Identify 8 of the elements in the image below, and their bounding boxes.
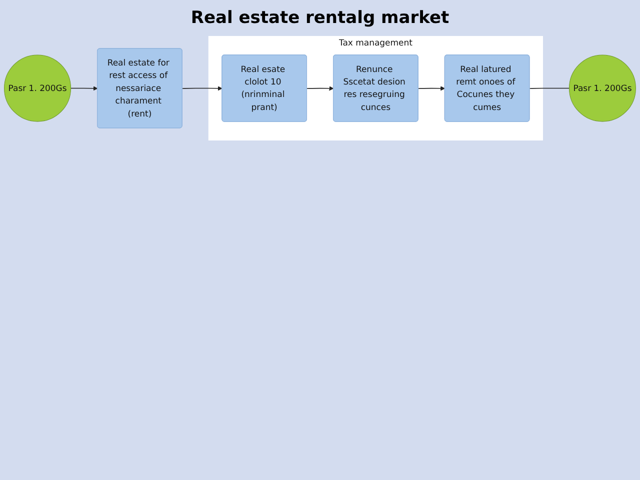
arrow <box>182 86 222 91</box>
arrow <box>306 86 334 91</box>
connector <box>529 88 570 89</box>
node-circle: Pasr 1. 200Gs <box>568 54 636 122</box>
arrow <box>70 86 98 91</box>
node-circle: Pasr 1. 200Gs <box>4 54 72 122</box>
arrow <box>418 86 446 91</box>
diagram-title: Real estate rentalg market <box>190 8 450 28</box>
